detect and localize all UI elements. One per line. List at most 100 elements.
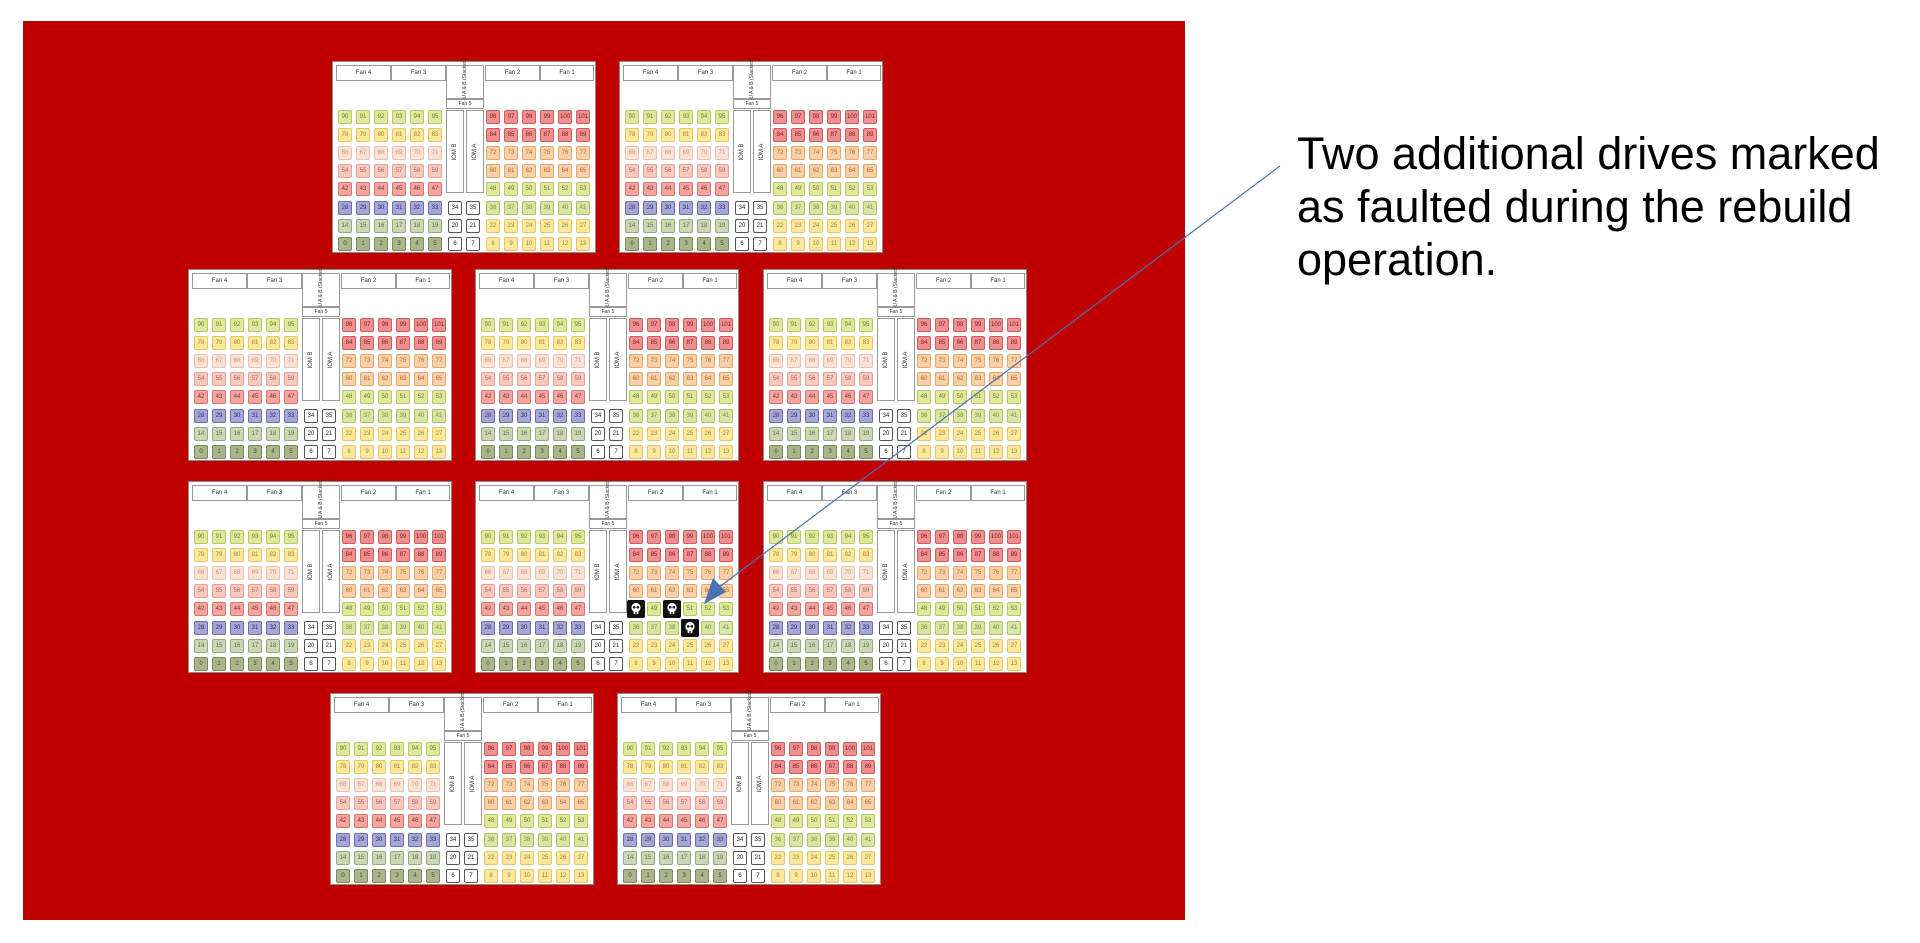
drive-slot: 42 xyxy=(336,814,350,829)
drive-slot: 32 xyxy=(410,200,424,215)
drive-slot: 66 xyxy=(481,566,495,580)
drive-slot: 11 xyxy=(396,445,410,459)
drive-slot: 44 xyxy=(517,390,531,405)
drive-slot: 38 xyxy=(953,408,967,423)
drive-slot: 40 xyxy=(845,200,859,215)
drive-slot: 87 xyxy=(971,547,985,562)
drive-slot: 49 xyxy=(791,182,805,197)
drive-slot: 0 xyxy=(481,657,495,671)
drive-slot: 57 xyxy=(392,164,406,179)
drive-slot: 4 xyxy=(841,657,855,671)
drive-slot: 16 xyxy=(517,638,531,653)
drive-slot: 27 xyxy=(863,218,877,233)
drive-slot: 35 xyxy=(322,408,336,423)
psu-slot: PSU A & B (Stacked) xyxy=(302,267,340,313)
fan-label: Fan 2 xyxy=(916,273,971,289)
drive-slot: 30 xyxy=(805,620,819,635)
drive-slot: 70 xyxy=(410,146,424,160)
fan-label: Fan 2 xyxy=(341,273,396,289)
drive-slot: 80 xyxy=(230,335,244,350)
drive-slot: 47 xyxy=(713,814,727,829)
drive-slot: 36 xyxy=(773,200,787,215)
drive-slot: 22 xyxy=(629,638,643,653)
iom-b-slot: IOM B xyxy=(589,530,607,613)
drive-slot: 19 xyxy=(859,638,873,653)
drive-slot: 26 xyxy=(989,426,1003,441)
drive-slot: 82 xyxy=(553,335,567,350)
drive-slot: 3 xyxy=(535,657,549,671)
drive-slot: 63 xyxy=(825,796,839,811)
drive-slot: 24 xyxy=(665,426,679,441)
drive-slot: 37 xyxy=(647,408,661,423)
drive-slot: 79 xyxy=(641,759,655,774)
drive-slot: 77 xyxy=(719,566,733,580)
drive-slot: 37 xyxy=(791,200,805,215)
drive-slot: 35 xyxy=(466,200,480,215)
drive-slot: 16 xyxy=(805,426,819,441)
iom-a-label: IOM A xyxy=(328,351,334,368)
drive-slot: 31 xyxy=(392,200,406,215)
drive-slot: 72 xyxy=(342,566,356,580)
drive-slot: 38 xyxy=(665,408,679,423)
drive-slot: 13 xyxy=(719,657,733,671)
drive-slot: 38 xyxy=(953,620,967,635)
drive-slot: 87 xyxy=(683,547,697,562)
drive-slot: 19 xyxy=(571,426,585,441)
drive-slot: 6 xyxy=(733,869,747,883)
drive-slot: 2 xyxy=(230,657,244,671)
drive-slot: 83 xyxy=(428,127,442,142)
drive-slot: 57 xyxy=(390,796,404,811)
drive-slot: 83 xyxy=(284,547,298,562)
drive-slot: 93 xyxy=(823,317,837,332)
drive-slot: 75 xyxy=(825,778,839,792)
psu-slot: PSU A & B (Stacked) xyxy=(444,691,482,737)
drive-slot: 8 xyxy=(342,445,356,459)
drive-slot: 67 xyxy=(499,566,513,580)
drive-slot: 101 xyxy=(861,741,875,756)
drive-slot: 5 xyxy=(859,657,873,671)
fan-label: Fan 4 xyxy=(334,697,389,713)
drive-slot: 73 xyxy=(789,778,803,792)
drive-slot: 15 xyxy=(354,850,368,865)
fan5-label: Fan 5 xyxy=(444,731,482,741)
drive-slot: 90 xyxy=(194,529,208,544)
drive-slot: 83 xyxy=(859,335,873,350)
drive-slot: 22 xyxy=(917,638,931,653)
drive-slot: 74 xyxy=(809,146,823,160)
drive-slot: 68 xyxy=(230,566,244,580)
drive-slot: 92 xyxy=(661,109,675,124)
drive-slot: 64 xyxy=(845,164,859,179)
drive-slot: 90 xyxy=(769,529,783,544)
drive-slot: 101 xyxy=(574,741,588,756)
drive-slot: 98 xyxy=(953,529,967,544)
drive-slot: 29 xyxy=(499,408,513,423)
drive-slot: 10 xyxy=(665,657,679,671)
drive-slot: 32 xyxy=(697,200,711,215)
drive-slot: 70 xyxy=(266,566,280,580)
drive-slot: 74 xyxy=(378,566,392,580)
drive-slot: 17 xyxy=(677,850,691,865)
drive-slot: 24 xyxy=(953,638,967,653)
drive-slot: 84 xyxy=(917,335,931,350)
fan-label: Fan 4 xyxy=(336,65,391,81)
drive-slot: 94 xyxy=(697,109,711,124)
drive-slot: 47 xyxy=(284,602,298,617)
drive-slot: 68 xyxy=(372,778,386,792)
drive-slot: 97 xyxy=(360,529,374,544)
drive-slot: 32 xyxy=(553,620,567,635)
iom-a-label: IOM A xyxy=(757,775,763,792)
drive-slot: 20 xyxy=(733,850,747,865)
drive-slot: 43 xyxy=(499,390,513,405)
iom-a-label: IOM A xyxy=(470,775,476,792)
drive-slot: 54 xyxy=(625,164,639,179)
